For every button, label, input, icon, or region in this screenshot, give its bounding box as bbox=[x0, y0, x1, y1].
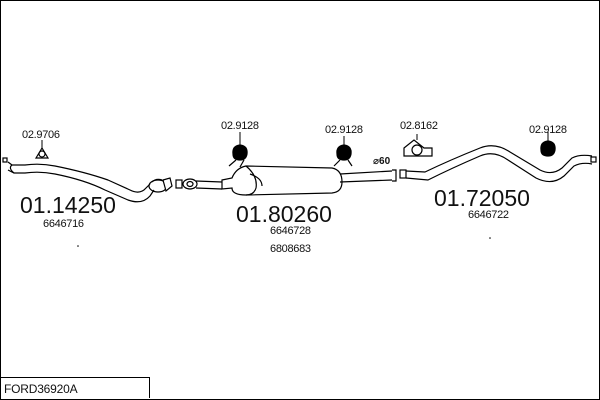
rubber-mount-1-drawing bbox=[228, 132, 248, 168]
oem-number-rear-pipe: 6646722 bbox=[468, 209, 509, 221]
accessory-label-rubber-mount-3: 02.9128 bbox=[529, 124, 567, 136]
part-number-front-pipe: 01.14250 bbox=[20, 192, 116, 218]
part-number-rear-pipe: 01.72050 bbox=[434, 185, 530, 211]
oem-number-middle-silencer-2: 6808683 bbox=[270, 243, 311, 255]
accessory-label-gasket: 02.9706 bbox=[22, 129, 60, 141]
gasket-drawing bbox=[34, 140, 50, 159]
pipe-diameter-label: ⌀60 bbox=[373, 156, 391, 167]
middle-silencer-drawing bbox=[221, 165, 397, 196]
model-code: FORD36920A bbox=[4, 382, 78, 396]
accessory-label-rubber-mount-2: 02.9128 bbox=[325, 124, 363, 136]
oem-number-middle-silencer-1: 6646728 bbox=[270, 225, 311, 237]
rubber-mount-2-drawing bbox=[333, 136, 353, 167]
joint-drawing bbox=[175, 178, 223, 190]
rubber-mount-3-drawing bbox=[540, 132, 556, 157]
rear-pipe-drawing bbox=[399, 145, 597, 183]
accessory-label-clamp: 02.8162 bbox=[400, 120, 438, 132]
part-number-middle-silencer: 01.80260 bbox=[236, 201, 332, 227]
oem-number-front-pipe: 6646716 bbox=[43, 218, 84, 230]
front-pipe-drawing bbox=[2, 157, 173, 203]
accessory-label-rubber-mount-1: 02.9128 bbox=[221, 120, 259, 132]
dot-mark-1 bbox=[77, 245, 79, 247]
clamp-drawing bbox=[403, 134, 433, 157]
model-code-box: FORD36920A bbox=[0, 377, 150, 398]
dot-mark-2 bbox=[489, 237, 491, 239]
